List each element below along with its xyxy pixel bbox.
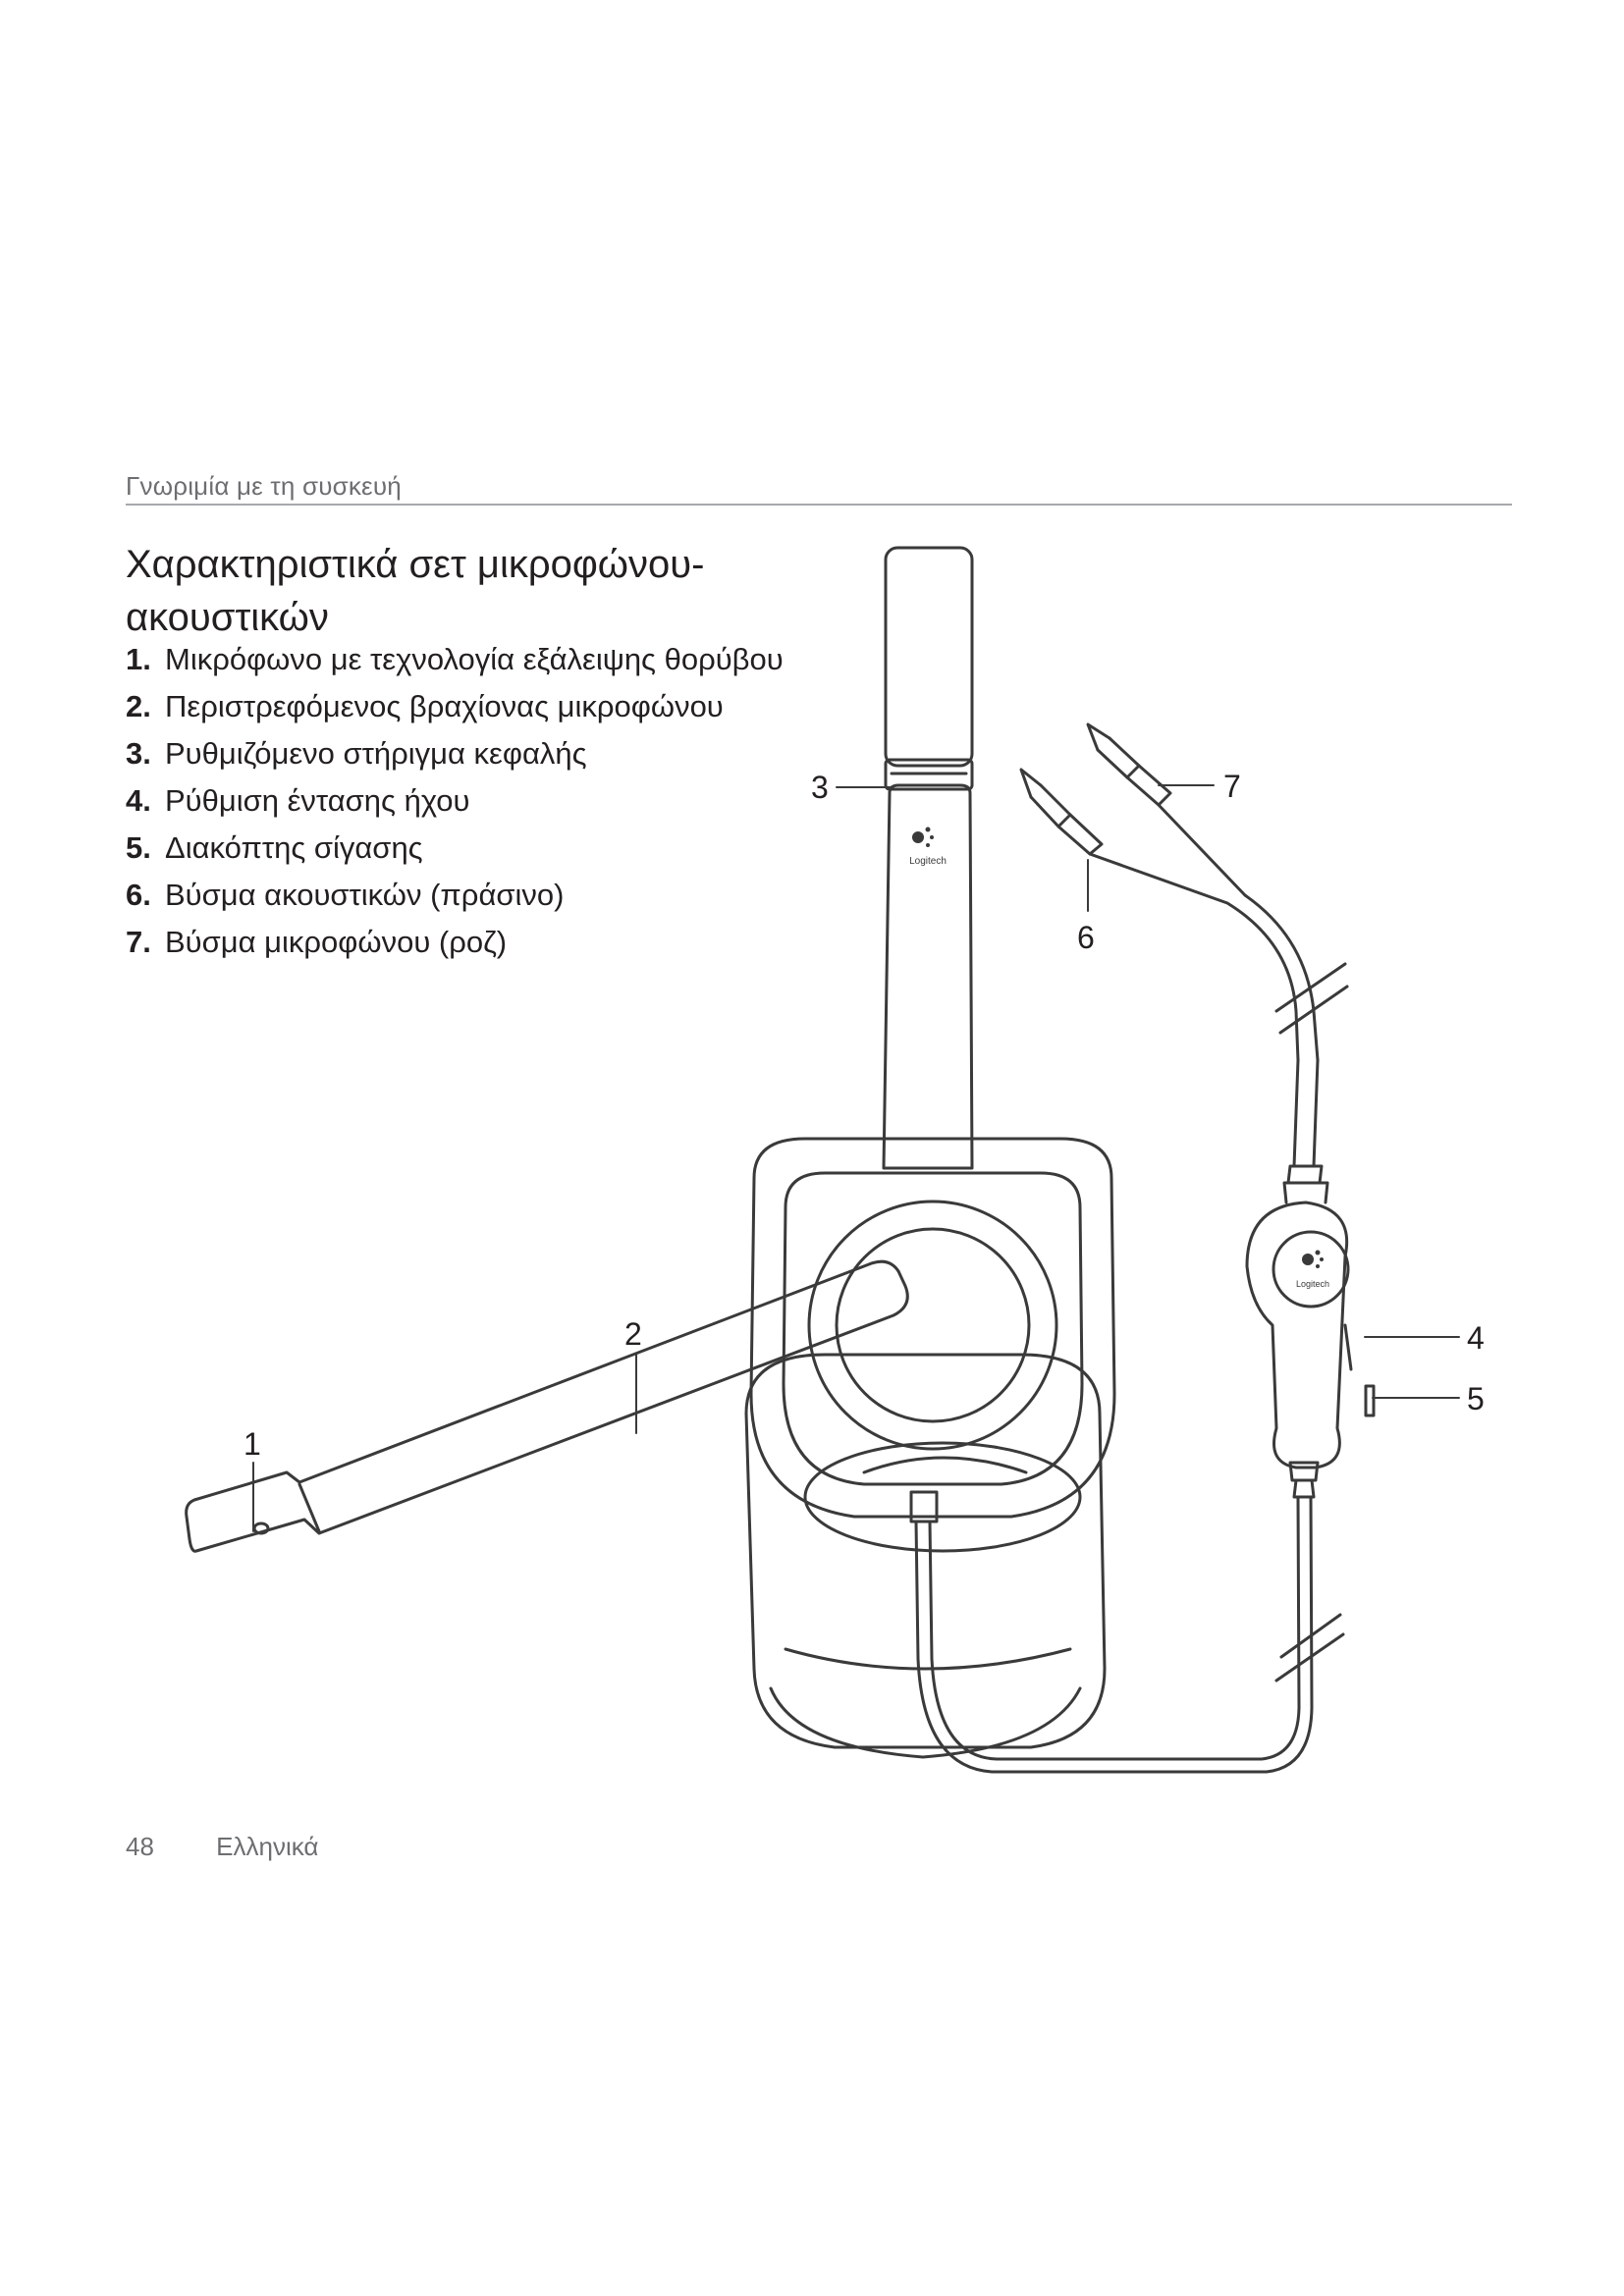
callout-5: 5: [1467, 1381, 1485, 1416]
feature-item-7: 7. Βύσμα μικροφώνου (ροζ): [126, 919, 784, 966]
callout-3: 3: [811, 770, 829, 805]
feature-item-4: 4. Ρύθμιση έντασης ήχου: [126, 777, 784, 825]
feature-number: 4.: [126, 783, 151, 818]
headband: [882, 546, 974, 1170]
callout-6: 6: [1077, 920, 1095, 955]
feature-item-2: 2. Περιστρεφόμενος βραχίονας μικροφώνου: [126, 683, 784, 730]
callout-leaders: [252, 784, 1460, 1532]
feature-number: 6.: [126, 878, 151, 912]
page-title: Χαρακτηριστικά σετ μικροφώνου-ακουστικών: [126, 543, 705, 639]
feature-label: Ρύθμιση έντασης ήχου: [165, 783, 470, 818]
feature-label: Ρυθμιζόμενο στήριγμα κεφαλής: [165, 736, 587, 771]
feature-item-5: 5. Διακόπτης σίγασης: [126, 825, 784, 872]
feature-number: 3.: [126, 736, 151, 771]
feature-label: Βύσμα μικροφώνου (ροζ): [165, 925, 508, 959]
header-rule: [126, 504, 1512, 506]
feature-list: 1. Μικρόφωνο με τεχνολογία εξάλειψης θορύ…: [126, 636, 784, 966]
feature-number: 2.: [126, 689, 151, 723]
feature-label: Μικρόφωνο με τεχνολογία εξάλειψης θορύβο…: [165, 642, 784, 676]
feature-number: 5.: [126, 830, 151, 865]
feature-item-3: 3. Ρυθμιζόμενο στήριγμα κεφαλής: [126, 730, 784, 777]
page-footer: 48 Ελληνικά: [126, 1832, 318, 1862]
feature-label: Περιστρεφόμενος βραχίονας μικροφώνου: [165, 689, 724, 723]
microphone-boom: [185, 1259, 909, 1553]
upper-cables: [1088, 803, 1349, 1062]
front-earcup: [749, 1137, 1116, 1519]
headphone-plug: [1019, 768, 1104, 856]
main-cable: [909, 1490, 1345, 1774]
logitech-logo-headband: [912, 827, 934, 847]
logitech-logo-control: [1302, 1250, 1324, 1268]
feature-label: Βύσμα ακουστικών (πράσινο): [165, 878, 565, 912]
rear-earcup: [744, 1353, 1107, 1759]
logitech-wordmark-headband: Logitech: [909, 856, 947, 867]
logitech-wordmark-control: Logitech: [1296, 1279, 1329, 1289]
page-number: 48: [126, 1832, 154, 1861]
feature-number: 1.: [126, 642, 151, 676]
feature-item-6: 6. Βύσμα ακουστικών (πράσινο): [126, 872, 784, 919]
feature-item-1: 1. Μικρόφωνο με τεχνολογία εξάλειψης θορύ…: [126, 636, 784, 683]
inline-control: [1245, 1058, 1376, 1499]
footer-language: Ελληνικά: [216, 1832, 319, 1861]
callout-7: 7: [1223, 769, 1241, 804]
feature-label: Διακόπτης σίγασης: [165, 830, 423, 865]
callout-4: 4: [1467, 1320, 1485, 1356]
microphone-plug: [1086, 722, 1172, 807]
callout-1: 1: [244, 1426, 261, 1462]
callout-2: 2: [624, 1316, 642, 1352]
feature-number: 7.: [126, 925, 151, 959]
section-header: Γνωριμία με τη συσκευή: [126, 471, 402, 501]
